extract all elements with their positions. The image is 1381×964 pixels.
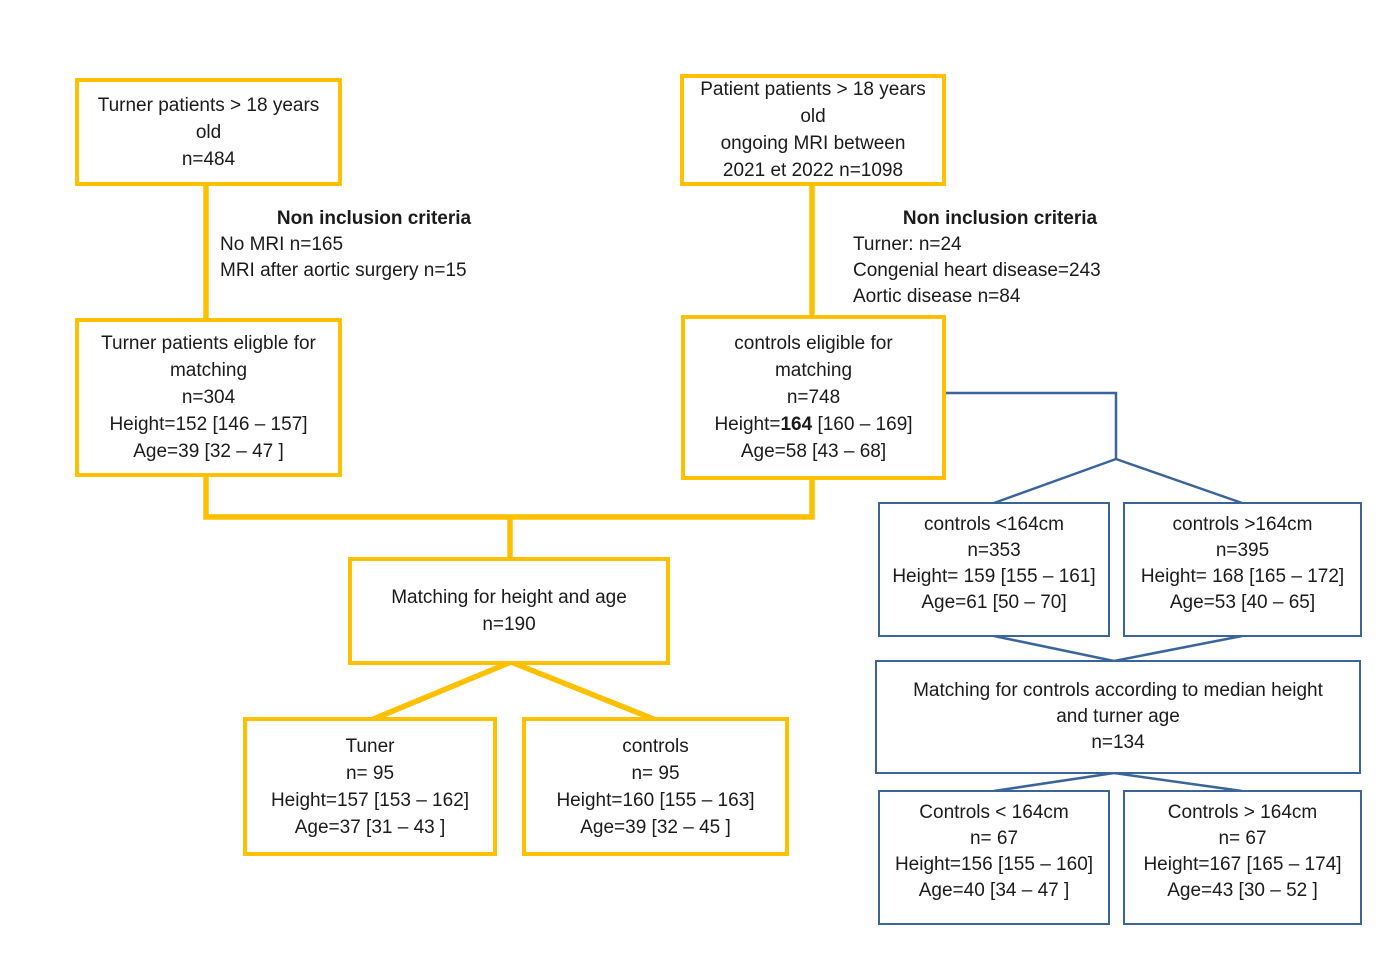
connector-lt164-to-matching: [993, 634, 1115, 663]
box-line: old: [800, 106, 826, 127]
blue-connectors: [946, 391, 1243, 793]
box-line: n=395: [1215, 539, 1270, 561]
box-line: controls eligible for: [734, 333, 893, 354]
box-line: controls >164cm: [1172, 513, 1313, 535]
box-turner-eligible-matching: Turner patients eligble for matching n=3…: [75, 318, 342, 477]
box-line: controls: [622, 735, 689, 757]
connector-matching-to-controls: [509, 659, 658, 723]
criteria-item: Turner: n=24: [853, 234, 962, 255]
box-line: n=484: [181, 148, 236, 170]
box-line: n=304: [181, 387, 236, 408]
box-line: n=748: [786, 387, 841, 408]
box-line: Age=53 [40 – 65]: [1169, 591, 1316, 613]
box-line: Controls < 164cm: [919, 801, 1069, 823]
box-line: Height= 159 [155 – 161]: [892, 565, 1096, 587]
box-controls-eligible-matching: controls eligible for matching n=748 Hei…: [681, 315, 946, 480]
yellow-connectors: [203, 184, 815, 723]
box-line: old: [195, 121, 222, 143]
box-line: Tuner: [345, 735, 395, 757]
box-line: controls <164cm: [924, 513, 1064, 535]
box-matching-controls-median: Matching for controls according to media…: [875, 660, 1361, 774]
connector-gt164-to-matching: [1113, 634, 1243, 663]
box-line: Age=37 [31 – 43 ]: [294, 816, 446, 838]
box-line: Age=58 [43 – 68]: [740, 441, 887, 462]
box-line: Matching for height and age: [391, 587, 627, 608]
box-turner-patients-over-18: Turner patients > 18 years old n=484: [75, 78, 342, 186]
criteria-title: Non inclusion criteria: [276, 208, 472, 229]
connector-matching-to-tuner: [369, 659, 513, 723]
box-line: n= 67: [969, 827, 1019, 849]
box-line: Age=39 [32 – 45 ]: [580, 816, 731, 838]
non-inclusion-criteria-right: Non inclusion criteria Turner: n=24 Cong…: [853, 206, 1147, 310]
connector-merge-bus: [203, 475, 815, 520]
box-line: Turner patients eligble for: [101, 333, 316, 354]
box-controls-over-164-final: Controls > 164cm n= 67 Height=167 [165 –…: [1123, 790, 1362, 925]
criteria-title: Non inclusion criteria: [902, 208, 1098, 229]
box-line: Height=167 [165 – 174]: [1143, 853, 1342, 875]
connector-matching-to-gt164-final: [1113, 771, 1243, 793]
connector-branch-to-gt164: [1115, 457, 1243, 505]
box-line: Turner patients > 18 years: [97, 94, 320, 116]
box-patients-over-18-mri: Patient patients > 18 years old ongoing …: [680, 74, 946, 186]
box-line: matching: [169, 360, 248, 381]
box-line: matching: [774, 360, 853, 381]
box-line: Height= 168 [165 – 172]: [1140, 565, 1345, 587]
box-line: 2021 et 2022 n=1098: [722, 160, 904, 181]
box-line: Height=160 [155 – 163]: [556, 789, 755, 811]
height-prefix: Height=: [714, 414, 781, 435]
box-line: Height=152 [146 – 157]: [109, 414, 308, 435]
box-line-height-median: Height=164 [160 – 169]: [714, 411, 912, 438]
criteria-item: Aortic disease n=84: [853, 286, 1021, 307]
box-tuner-final: Tuner n= 95 Height=157 [153 – 162] Age=3…: [243, 717, 497, 856]
box-line: n=353: [967, 539, 1021, 561]
criteria-item: Congenial heart disease=243: [853, 260, 1101, 281]
box-line: n= 95: [631, 762, 680, 784]
box-controls-final: controls n= 95 Height=160 [155 – 163] Ag…: [522, 717, 789, 856]
box-line: ongoing MRI between: [720, 133, 906, 154]
height-range: [160 – 169]: [812, 414, 913, 435]
box-line: n=190: [482, 614, 536, 635]
box-line: Age=61 [50 – 70]: [921, 591, 1067, 613]
box-matching-height-age: Matching for height and age n=190: [348, 557, 670, 665]
connector-matching-to-lt164-final: [993, 771, 1115, 793]
box-line: n= 67: [1218, 827, 1267, 849]
box-line: Matching for controls according to media…: [913, 680, 1323, 701]
box-controls-under-164: controls <164cm n=353 Height= 159 [155 –…: [878, 502, 1110, 637]
box-line: Age=39 [32 – 47 ]: [133, 441, 284, 462]
box-line: Patient patients > 18 years: [700, 79, 926, 100]
criteria-item: No MRI n=165: [220, 234, 344, 255]
connector-branch-to-lt164: [993, 457, 1117, 505]
non-inclusion-criteria-left: Non inclusion criteria No MRI n=165 MRI …: [220, 206, 528, 284]
box-line: Age=40 [34 – 47 ]: [918, 879, 1070, 901]
box-controls-over-164: controls >164cm n=395 Height= 168 [165 –…: [1123, 502, 1362, 637]
box-line: Height=156 [155 – 160]: [894, 853, 1094, 875]
height-median-value: 164: [780, 414, 813, 435]
box-line: Age=43 [30 – 52 ]: [1167, 879, 1318, 901]
box-line: and turner age: [1056, 706, 1180, 727]
box-line: n=134: [1091, 732, 1145, 753]
box-line: n= 95: [345, 762, 395, 784]
connector-controls-branch: [946, 391, 1118, 459]
box-line: Controls > 164cm: [1167, 801, 1318, 823]
box-line: Height=157 [153 – 162]: [270, 789, 470, 811]
criteria-item: MRI after aortic surgery n=15: [220, 260, 467, 281]
box-controls-under-164-final: Controls < 164cm n= 67 Height=156 [155 –…: [878, 790, 1110, 925]
